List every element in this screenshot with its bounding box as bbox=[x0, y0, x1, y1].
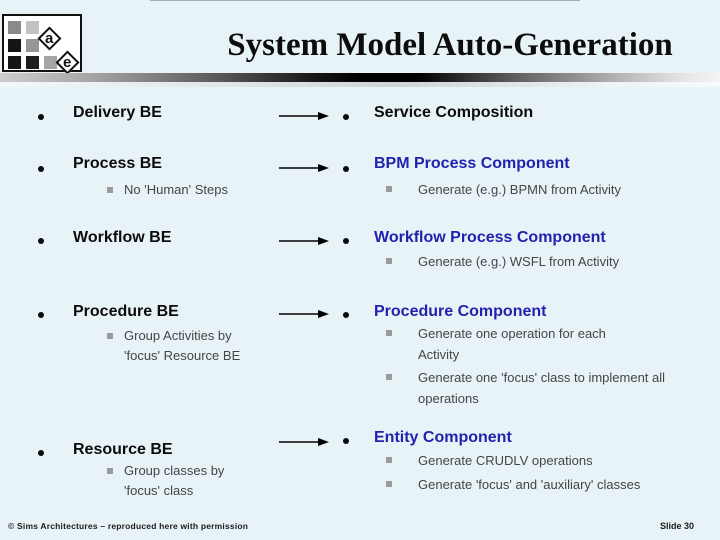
sub-item-text: Generate (e.g.) WSFL from Activity bbox=[418, 254, 620, 269]
logo-square bbox=[26, 56, 39, 69]
arrow-icon bbox=[279, 438, 329, 446]
logo-square bbox=[8, 56, 21, 69]
left-item-label: Workflow BE bbox=[73, 229, 172, 246]
bullet-icon bbox=[343, 312, 349, 318]
sub-item-text: Generate one 'focus' class to implement … bbox=[418, 370, 666, 406]
square-bullet-icon bbox=[386, 330, 392, 336]
right-item-label: Service Composition bbox=[374, 104, 534, 121]
slide-number: Slide 30 bbox=[660, 521, 695, 531]
sub-item-text: Group Activities by 'focus' Resource BE bbox=[124, 328, 241, 363]
logo-square bbox=[8, 21, 21, 34]
logo-square bbox=[44, 56, 57, 69]
logo-square bbox=[26, 39, 39, 52]
sub-item: Generate CRUDLV operations bbox=[386, 450, 696, 471]
sub-item-text: Group classes by 'focus' class bbox=[124, 463, 225, 498]
square-bullet-icon bbox=[386, 186, 392, 192]
square-bullet-icon bbox=[386, 258, 392, 264]
sub-item-text: Generate one operation for each Activity bbox=[418, 326, 606, 362]
arrow-icon bbox=[279, 112, 329, 120]
title-divider-bar bbox=[0, 73, 720, 82]
bullet-icon bbox=[38, 114, 44, 120]
bullet-icon bbox=[343, 438, 349, 444]
sub-item-text: Generate (e.g.) BPMN from Activity bbox=[418, 182, 622, 197]
logo-letter-a: a bbox=[45, 30, 54, 47]
sub-item: Generate one 'focus' class to implement … bbox=[386, 367, 696, 409]
square-bullet-icon bbox=[107, 468, 113, 474]
right-item-label: Workflow Process Component bbox=[374, 229, 606, 246]
left-item-label: Delivery BE bbox=[73, 104, 162, 121]
bullet-icon bbox=[38, 238, 44, 244]
sub-item: Generate (e.g.) BPMN from Activity bbox=[386, 179, 696, 200]
left-item-label: Procedure BE bbox=[73, 303, 179, 320]
sub-item: No 'Human' Steps bbox=[107, 180, 277, 200]
logo-square bbox=[26, 21, 39, 34]
sub-item-text: No 'Human' Steps bbox=[124, 182, 228, 197]
square-bullet-icon bbox=[107, 187, 113, 193]
square-bullet-icon bbox=[386, 457, 392, 463]
square-bullet-icon bbox=[386, 374, 392, 380]
sub-item: Generate 'focus' and 'auxiliary' classes bbox=[386, 474, 696, 495]
sub-item: Group Activities by 'focus' Resource BE bbox=[107, 326, 259, 366]
right-item-label: BPM Process Component bbox=[374, 155, 570, 172]
company-logo: a e bbox=[2, 14, 82, 75]
sub-item: Generate one operation for each Activity bbox=[386, 323, 691, 365]
bullet-icon bbox=[38, 166, 44, 172]
square-bullet-icon bbox=[107, 333, 113, 339]
copyright-text: © Sims Architectures – reproduced here w… bbox=[8, 521, 249, 531]
logo-square bbox=[8, 39, 21, 52]
right-item-label: Entity Component bbox=[374, 429, 512, 446]
sub-item: Group classes by 'focus' class bbox=[107, 461, 241, 501]
bullet-icon bbox=[38, 312, 44, 318]
page-title: System Model Auto-Generation bbox=[227, 27, 673, 63]
square-bullet-icon bbox=[386, 481, 392, 487]
top-edge-line bbox=[150, 0, 580, 1]
arrow-icon bbox=[279, 237, 329, 245]
left-item-label: Resource BE bbox=[73, 441, 173, 458]
bullet-icon bbox=[343, 238, 349, 244]
arrow-icon bbox=[279, 310, 329, 318]
sub-item: Generate (e.g.) WSFL from Activity bbox=[386, 251, 696, 272]
bullet-icon bbox=[343, 166, 349, 172]
title-divider-glow bbox=[0, 82, 720, 87]
arrow-icon bbox=[279, 164, 329, 172]
bullet-icon bbox=[343, 114, 349, 120]
left-item-label: Process BE bbox=[73, 155, 162, 172]
bullet-icon bbox=[38, 450, 44, 456]
sub-item-text: Generate CRUDLV operations bbox=[418, 453, 593, 468]
logo-letter-e: e bbox=[63, 54, 72, 71]
sub-item-text: Generate 'focus' and 'auxiliary' classes bbox=[418, 477, 641, 492]
right-item-label: Procedure Component bbox=[374, 303, 547, 320]
